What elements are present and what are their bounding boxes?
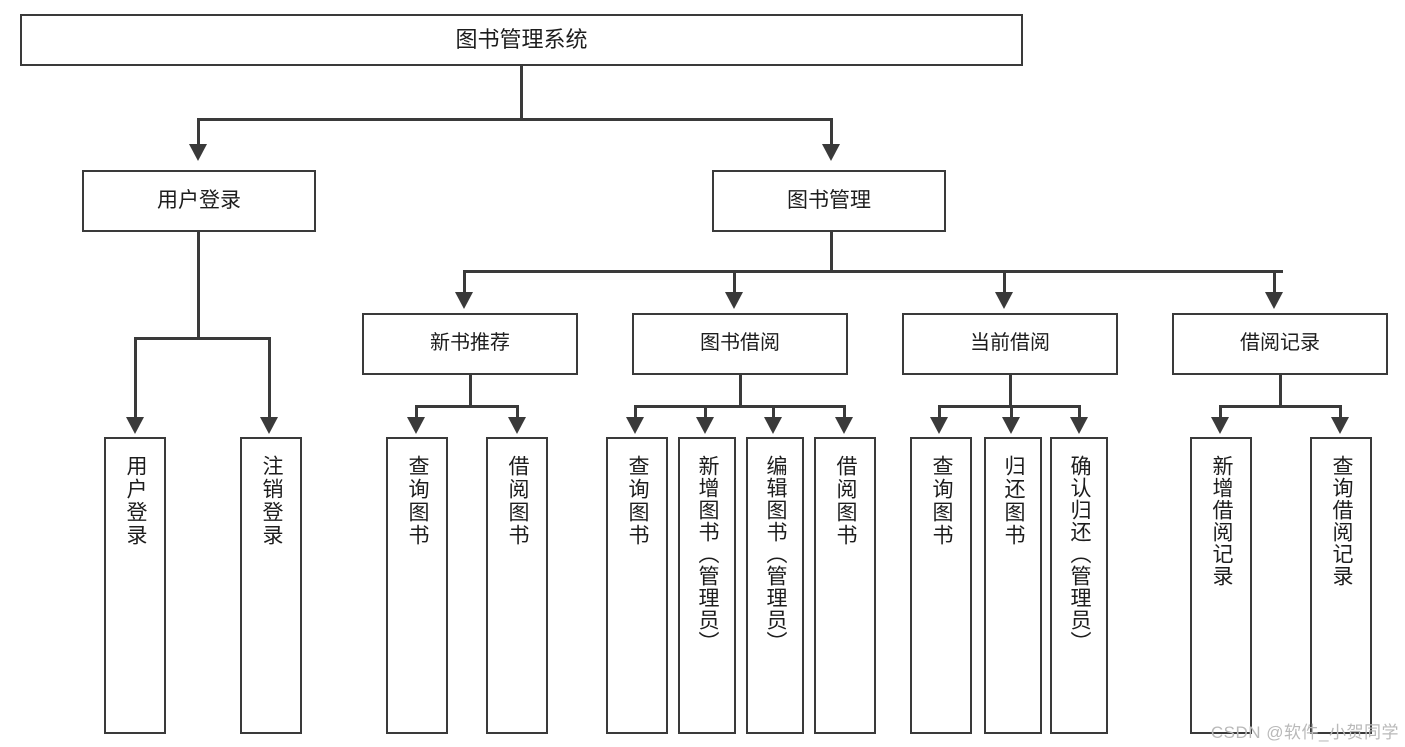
leaf-bb-edit-book[interactable]: 编辑图书（管理员） bbox=[746, 437, 804, 734]
connector-user-login-to-leaf-1 bbox=[134, 337, 137, 419]
connector-bb-leaf-3 bbox=[772, 405, 775, 419]
leaf-user-login[interactable]: 用户登录 bbox=[104, 437, 166, 734]
arrowhead-user-login bbox=[189, 144, 207, 161]
leaf-bb-add-book[interactable]: 新增图书（管理员） bbox=[678, 437, 736, 734]
arrowhead-leaf-user-login bbox=[126, 417, 144, 434]
node-label: 归还图书 bbox=[1002, 455, 1026, 547]
node-label: 用户登录 bbox=[157, 188, 241, 212]
connector-bb-leaf-4 bbox=[843, 405, 846, 419]
arrowhead-bb-borrow-book bbox=[835, 417, 853, 434]
node-label: 新增借阅记录 bbox=[1210, 455, 1234, 587]
leaf-br-add-record[interactable]: 新增借阅记录 bbox=[1190, 437, 1252, 734]
connector-user-login-to-leaf-2 bbox=[268, 337, 271, 419]
node-book-borrow[interactable]: 图书借阅 bbox=[632, 313, 848, 375]
connector-book-borrow-bus bbox=[634, 405, 845, 408]
node-label: 借阅记录 bbox=[1240, 332, 1320, 355]
arrowhead-bb-query-book bbox=[626, 417, 644, 434]
connector-cb-leaf-1 bbox=[938, 405, 941, 419]
connector-bb-leaf-2 bbox=[704, 405, 707, 419]
leaf-br-query-record[interactable]: 查询借阅记录 bbox=[1310, 437, 1372, 734]
arrowhead-nbr-borrow-book bbox=[508, 417, 526, 434]
arrowhead-bb-add-book bbox=[696, 417, 714, 434]
connector-user-login-bus bbox=[134, 337, 271, 340]
leaf-cb-confirm-return[interactable]: 确认归还（管理员） bbox=[1050, 437, 1108, 734]
leaf-bb-query-book[interactable]: 查询图书 bbox=[606, 437, 668, 734]
arrowhead-borrow-record bbox=[1265, 292, 1283, 309]
connector-to-book-borrow bbox=[733, 270, 736, 294]
connector-cb-leaf-3 bbox=[1078, 405, 1081, 419]
node-label: 查询借阅记录 bbox=[1330, 455, 1354, 587]
connector-root-bus bbox=[197, 118, 832, 121]
connector-current-borrow-stem bbox=[1009, 375, 1012, 405]
connector-root-to-user-login bbox=[197, 118, 200, 146]
leaf-cb-return-book[interactable]: 归还图书 bbox=[984, 437, 1042, 734]
node-label: 查询图书 bbox=[930, 455, 954, 547]
node-label: 注销登录 bbox=[260, 455, 284, 547]
connector-new-book-rec-stem bbox=[469, 375, 472, 405]
connector-book-borrow-stem bbox=[739, 375, 742, 405]
node-label: 确认归还（管理员） bbox=[1068, 455, 1092, 653]
node-label: 借阅图书 bbox=[506, 455, 530, 547]
node-label: 当前借阅 bbox=[970, 332, 1050, 355]
node-user-login[interactable]: 用户登录 bbox=[82, 170, 316, 232]
arrowhead-book-mgmt bbox=[822, 144, 840, 161]
arrowhead-br-add-record bbox=[1211, 417, 1229, 434]
connector-borrow-record-stem bbox=[1279, 375, 1282, 405]
connector-root-to-book-mgmt bbox=[830, 118, 833, 146]
connector-br-leaf-1 bbox=[1219, 405, 1222, 419]
arrowhead-book-borrow bbox=[725, 292, 743, 309]
arrowhead-cb-confirm-return bbox=[1070, 417, 1088, 434]
arrowhead-cb-return-book bbox=[1002, 417, 1020, 434]
node-label: 新增图书（管理员） bbox=[696, 455, 720, 653]
connector-book-mgmt-bus bbox=[463, 270, 1283, 273]
connector-to-current-borrow bbox=[1003, 270, 1006, 294]
node-root-system[interactable]: 图书管理系统 bbox=[20, 14, 1023, 66]
arrowhead-br-query-record bbox=[1331, 417, 1349, 434]
connector-to-borrow-record bbox=[1273, 270, 1276, 294]
node-label: 查询图书 bbox=[406, 455, 430, 547]
leaf-nbr-query-book[interactable]: 查询图书 bbox=[386, 437, 448, 734]
connector-borrow-record-bus bbox=[1219, 405, 1342, 408]
connector-root-stem bbox=[520, 66, 523, 118]
arrowhead-current-borrow bbox=[995, 292, 1013, 309]
leaf-logout[interactable]: 注销登录 bbox=[240, 437, 302, 734]
node-label: 图书管理 bbox=[787, 188, 871, 212]
arrowhead-bb-edit-book bbox=[764, 417, 782, 434]
connector-new-book-rec-bus bbox=[415, 405, 519, 408]
node-borrow-record[interactable]: 借阅记录 bbox=[1172, 313, 1388, 375]
node-label: 借阅图书 bbox=[834, 455, 858, 547]
connector-book-mgmt-stem bbox=[830, 232, 833, 270]
node-new-book-recommend[interactable]: 新书推荐 bbox=[362, 313, 578, 375]
leaf-bb-borrow-book[interactable]: 借阅图书 bbox=[814, 437, 876, 734]
node-label: 图书管理系统 bbox=[455, 27, 588, 53]
connector-nbr-leaf-2 bbox=[516, 405, 519, 419]
leaf-nbr-borrow-book[interactable]: 借阅图书 bbox=[486, 437, 548, 734]
leaf-cb-query-book[interactable]: 查询图书 bbox=[910, 437, 972, 734]
node-label: 图书借阅 bbox=[700, 332, 780, 355]
arrowhead-nbr-query-book bbox=[407, 417, 425, 434]
connector-current-borrow-bus bbox=[938, 405, 1080, 408]
connector-to-new-book-rec bbox=[463, 270, 466, 294]
connector-br-leaf-2 bbox=[1339, 405, 1342, 419]
arrowhead-leaf-logout bbox=[260, 417, 278, 434]
arrowhead-cb-query-book bbox=[930, 417, 948, 434]
node-label: 新书推荐 bbox=[430, 332, 510, 355]
node-label: 查询图书 bbox=[626, 455, 650, 547]
node-book-management[interactable]: 图书管理 bbox=[712, 170, 946, 232]
node-current-borrow[interactable]: 当前借阅 bbox=[902, 313, 1118, 375]
connector-user-login-stem bbox=[197, 232, 200, 337]
connector-nbr-leaf-1 bbox=[415, 405, 418, 419]
node-label: 编辑图书（管理员） bbox=[764, 455, 788, 653]
connector-cb-leaf-2 bbox=[1010, 405, 1013, 419]
connector-bb-leaf-1 bbox=[634, 405, 637, 419]
node-label: 用户登录 bbox=[124, 455, 148, 547]
arrowhead-new-book-rec bbox=[455, 292, 473, 309]
